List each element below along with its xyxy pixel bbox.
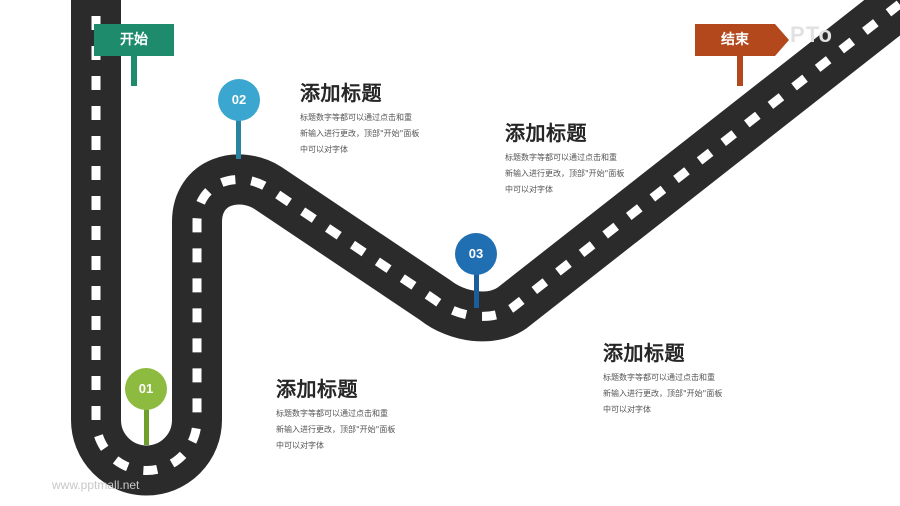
watermark-top: PTo: [790, 22, 833, 47]
marker-01: 01: [125, 368, 167, 410]
marker-02: 02: [218, 79, 260, 121]
step-03-info: 添加标题 标题数字等都可以通过点击和重 新输入进行更改，顶部"开始"面板 中可以…: [505, 120, 675, 198]
step-02-info: 添加标题 标题数字等都可以通过点击和重 新输入进行更改，顶部"开始"面板 中可以…: [300, 80, 470, 158]
start-sign-label: 开始: [120, 32, 148, 48]
marker-01-stem: [144, 405, 149, 445]
start-sign-pole: [131, 56, 137, 86]
watermark-bottom: www.pptmall.net: [52, 478, 140, 492]
step-03-title: 添加标题: [505, 121, 587, 145]
step-01-body: 标题数字等都可以通过点击和重 新输入进行更改，顶部"开始"面板 中可以对字体: [276, 409, 396, 450]
marker-02-stem: [236, 115, 241, 159]
step-01-title: 添加标题: [276, 377, 358, 401]
step-02-body: 标题数字等都可以通过点击和重 新输入进行更改，顶部"开始"面板 中可以对字体: [300, 113, 420, 154]
marker-02-number: 02: [231, 92, 247, 107]
end-sign-label: 结束: [721, 32, 749, 48]
end-sign: 结束: [695, 24, 775, 56]
step-02-title: 添加标题: [300, 81, 382, 105]
end-sign-arrow-tip: [775, 24, 789, 56]
step-04-title: 添加标题: [603, 341, 685, 365]
step-04-body: 标题数字等都可以通过点击和重 新输入进行更改，顶部"开始"面板 中可以对字体: [603, 373, 723, 414]
step-01-info: 添加标题 标题数字等都可以通过点击和重 新输入进行更改，顶部"开始"面板 中可以…: [276, 376, 446, 454]
step-03-body: 标题数字等都可以通过点击和重 新输入进行更改，顶部"开始"面板 中可以对字体: [505, 153, 625, 194]
marker-03-stem: [474, 268, 479, 308]
marker-03: 03: [455, 233, 497, 275]
marker-01-number: 01: [138, 381, 154, 396]
step-04-info: 添加标题 标题数字等都可以通过点击和重 新输入进行更改，顶部"开始"面板 中可以…: [603, 340, 773, 418]
end-sign-pole: [737, 56, 743, 86]
marker-03-number: 03: [468, 246, 484, 261]
start-sign: 开始: [94, 24, 174, 56]
